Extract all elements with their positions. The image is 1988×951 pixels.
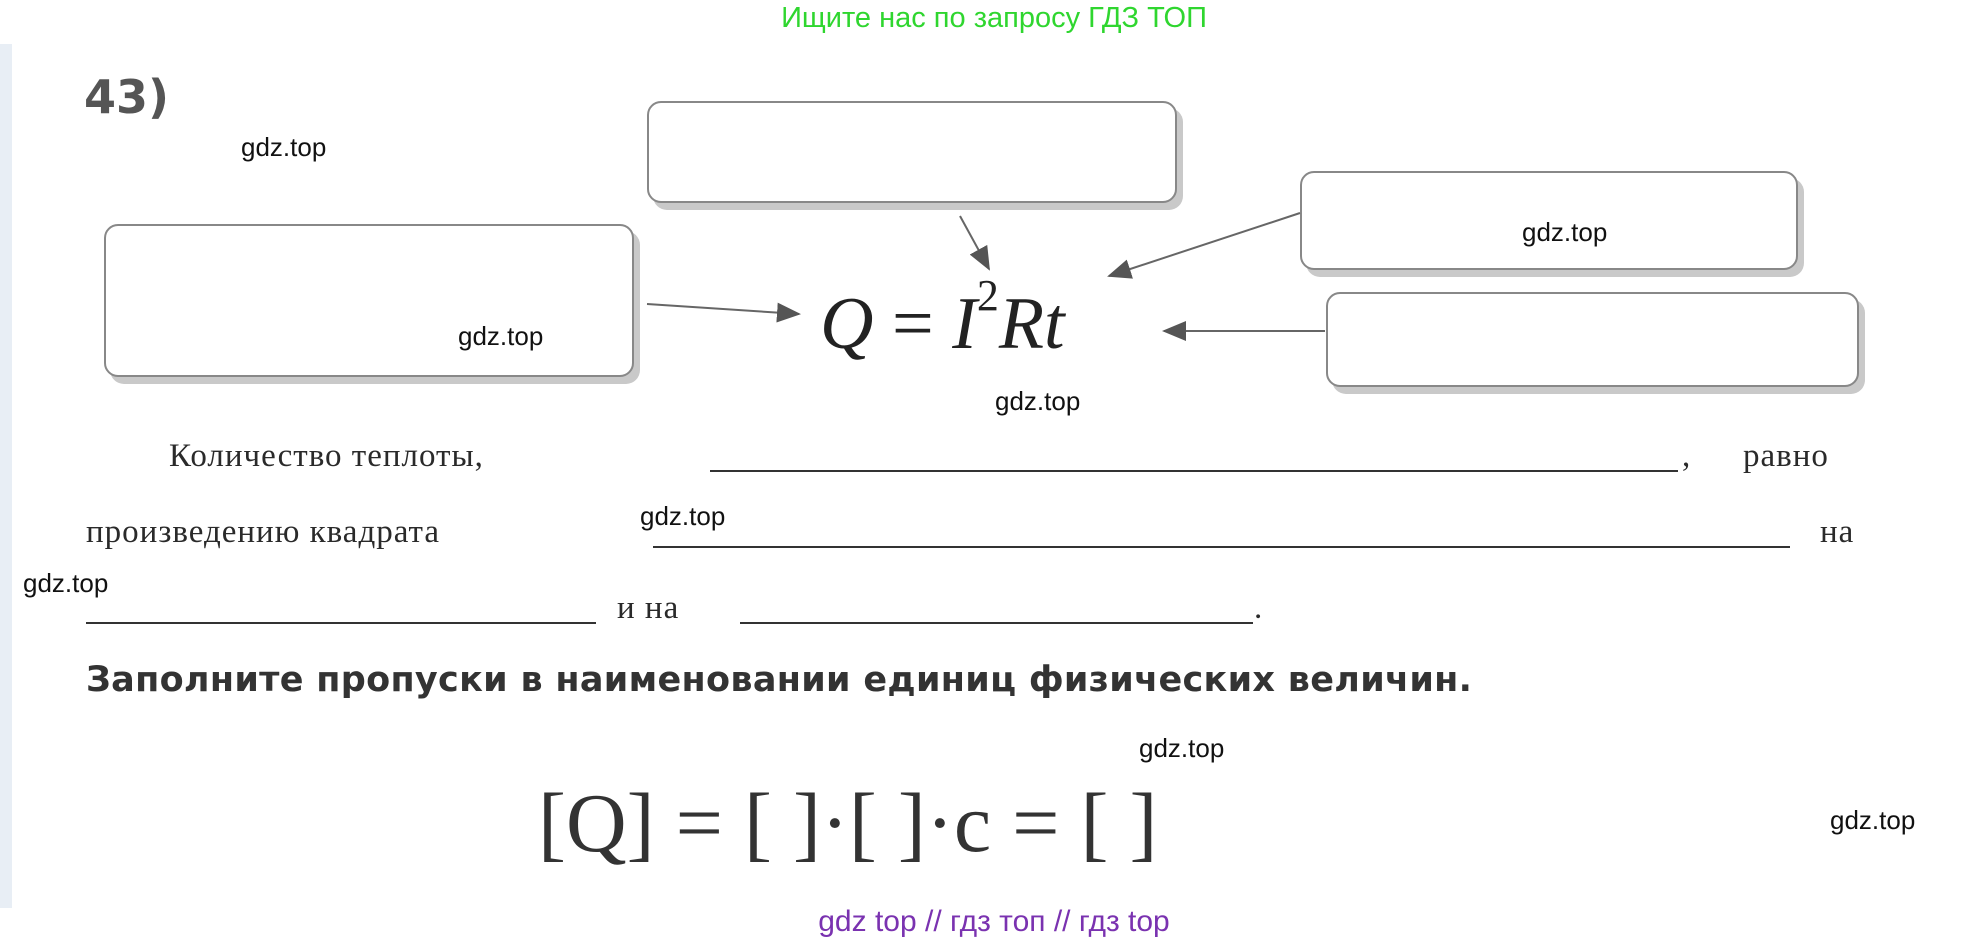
task-heading: Заполните пропуски в наименовании единиц… [86, 660, 1473, 700]
units-formula: [Q] = [ ]·[ ]·c = [ ] [538, 777, 1158, 870]
answer-box-top[interactable] [647, 101, 1177, 203]
watermark: gdz.top [241, 132, 327, 162]
answer-box-right-top[interactable] [1300, 171, 1798, 270]
watermark: gdz.top [23, 568, 109, 598]
bottom-banner: gdz top // гдз топ // гдз top [818, 905, 1170, 938]
sentence-part-5: и на [617, 590, 680, 626]
watermark: gdz.top [1522, 217, 1608, 247]
watermark: gdz.top [640, 501, 726, 531]
sentence-part-1: Количество теплоты, [169, 438, 484, 474]
sentence-comma: , [1682, 438, 1692, 474]
blank-2[interactable] [653, 546, 1790, 548]
sentence-part-3: произведению квадрата [86, 514, 440, 550]
watermark: gdz.top [458, 321, 544, 351]
answer-box-right-bottom[interactable] [1326, 292, 1859, 387]
watermark: gdz.top [1139, 733, 1225, 763]
sentence-part-4: на [1820, 514, 1855, 550]
watermark: gdz.top [995, 386, 1081, 416]
blank-4[interactable] [740, 622, 1253, 624]
arrow-left [646, 302, 801, 323]
arrow-right-top [1107, 212, 1301, 279]
arrow-top [959, 215, 990, 271]
sentence-period: . [1254, 590, 1264, 626]
top-banner: Ищите нас по запросу ГДЗ ТОП [781, 2, 1207, 34]
answer-box-left[interactable] [104, 224, 634, 377]
blank-1[interactable] [710, 470, 1678, 472]
exercise-number: 43) [84, 70, 170, 124]
joule-lenz-formula: Q = I2Rt [820, 271, 1065, 366]
sentence-part-2: равно [1743, 438, 1829, 474]
blank-3[interactable] [86, 622, 596, 624]
watermark: gdz.top [1830, 805, 1916, 835]
